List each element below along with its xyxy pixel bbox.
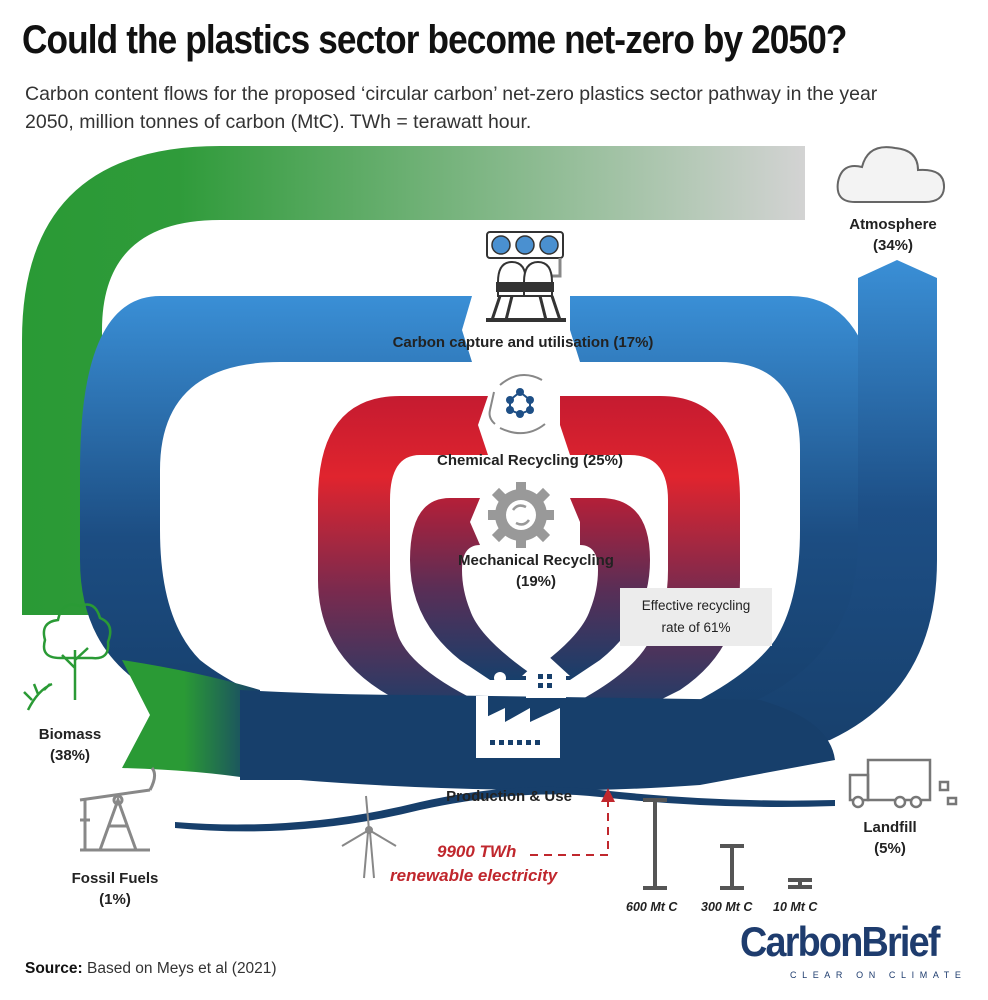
biomass-name: Biomass (38, 726, 102, 743)
fossil-fuels-name: Fossil Fuels (71, 870, 159, 887)
flow-biomass-input (122, 660, 260, 780)
scale-bar-600 (643, 798, 667, 890)
atmosphere-label: Atmosphere (34%) (838, 214, 948, 256)
flow-fossil-landfill (175, 786, 835, 832)
scale-bar-300 (720, 844, 744, 890)
landfill-label: Landfill (5%) (840, 817, 940, 859)
flow-ccu-loop (80, 296, 472, 735)
biomass-label: Biomass (38%) (20, 724, 120, 766)
flow-ccu-right (570, 296, 880, 735)
electricity-arrow (530, 788, 615, 856)
electricity-amount: 9900 TWh (437, 842, 517, 861)
callout-line-1: Effective recycling (641, 598, 751, 613)
source-note: Source: Based on Meys et al (2021) (25, 960, 277, 978)
scale-label-300: 300 Mt C (701, 900, 753, 914)
mechanical-recycling-share: (19%) (515, 573, 556, 590)
flow-mechanical-left (410, 498, 540, 680)
garbage-truck-icon (848, 758, 958, 809)
house-icon (522, 654, 570, 698)
factory-icon (476, 672, 560, 758)
flow-mechanical-right (520, 498, 650, 680)
source-text: Based on Meys et al (2021) (87, 960, 277, 977)
cloud-icon (836, 146, 946, 203)
atmosphere-share: (34%) (872, 237, 913, 254)
scale-label-600: 600 Mt C (626, 900, 678, 914)
landfill-name: Landfill (863, 819, 917, 836)
atmosphere-name: Atmosphere (849, 216, 937, 233)
scale-bar-10 (788, 878, 812, 889)
flow-chemical-left (318, 396, 520, 720)
fossil-fuels-label: Fossil Fuels (1%) (55, 868, 175, 910)
flow-to-atmosphere (700, 260, 937, 760)
oil-pump-icon (79, 767, 157, 852)
scale-label-10: 10 Mt C (773, 900, 818, 914)
ccu-label: Carbon capture and utilisation (17%) (392, 334, 654, 351)
carbonbrief-logo: CarbonBrief (740, 918, 940, 965)
carbon-capture-icon (486, 231, 566, 322)
wind-turbine-icon (341, 795, 397, 879)
production-use-label: Production & Use (446, 788, 572, 805)
mechanical-recycling-label: Mechanical Recycling (19%) (436, 550, 636, 592)
page-subtitle: Carbon content flows for the proposed ‘c… (25, 83, 878, 133)
electricity-description: renewable electricity (390, 866, 558, 885)
fossil-fuels-share: (1%) (99, 891, 131, 908)
gear-icon (488, 482, 554, 548)
page-title: Could the plastics sector become net-zer… (22, 18, 847, 62)
carbonbrief-tagline: CLEAR ON CLIMATE (790, 970, 967, 980)
chemical-molecule-icon (488, 374, 546, 435)
tree-icon (23, 603, 112, 711)
mechanical-recycling-name: Mechanical Recycling (458, 552, 614, 569)
biomass-share: (38%) (49, 747, 90, 764)
landfill-share: (5%) (874, 840, 906, 857)
recycling-rate-callout: Effective recycling rate of 61% (620, 588, 772, 646)
source-label: Source: (25, 960, 83, 977)
chemical-recycling-label: Chemical Recycling (25%) (437, 452, 623, 469)
callout-line-2: rate of 61% (661, 620, 731, 635)
